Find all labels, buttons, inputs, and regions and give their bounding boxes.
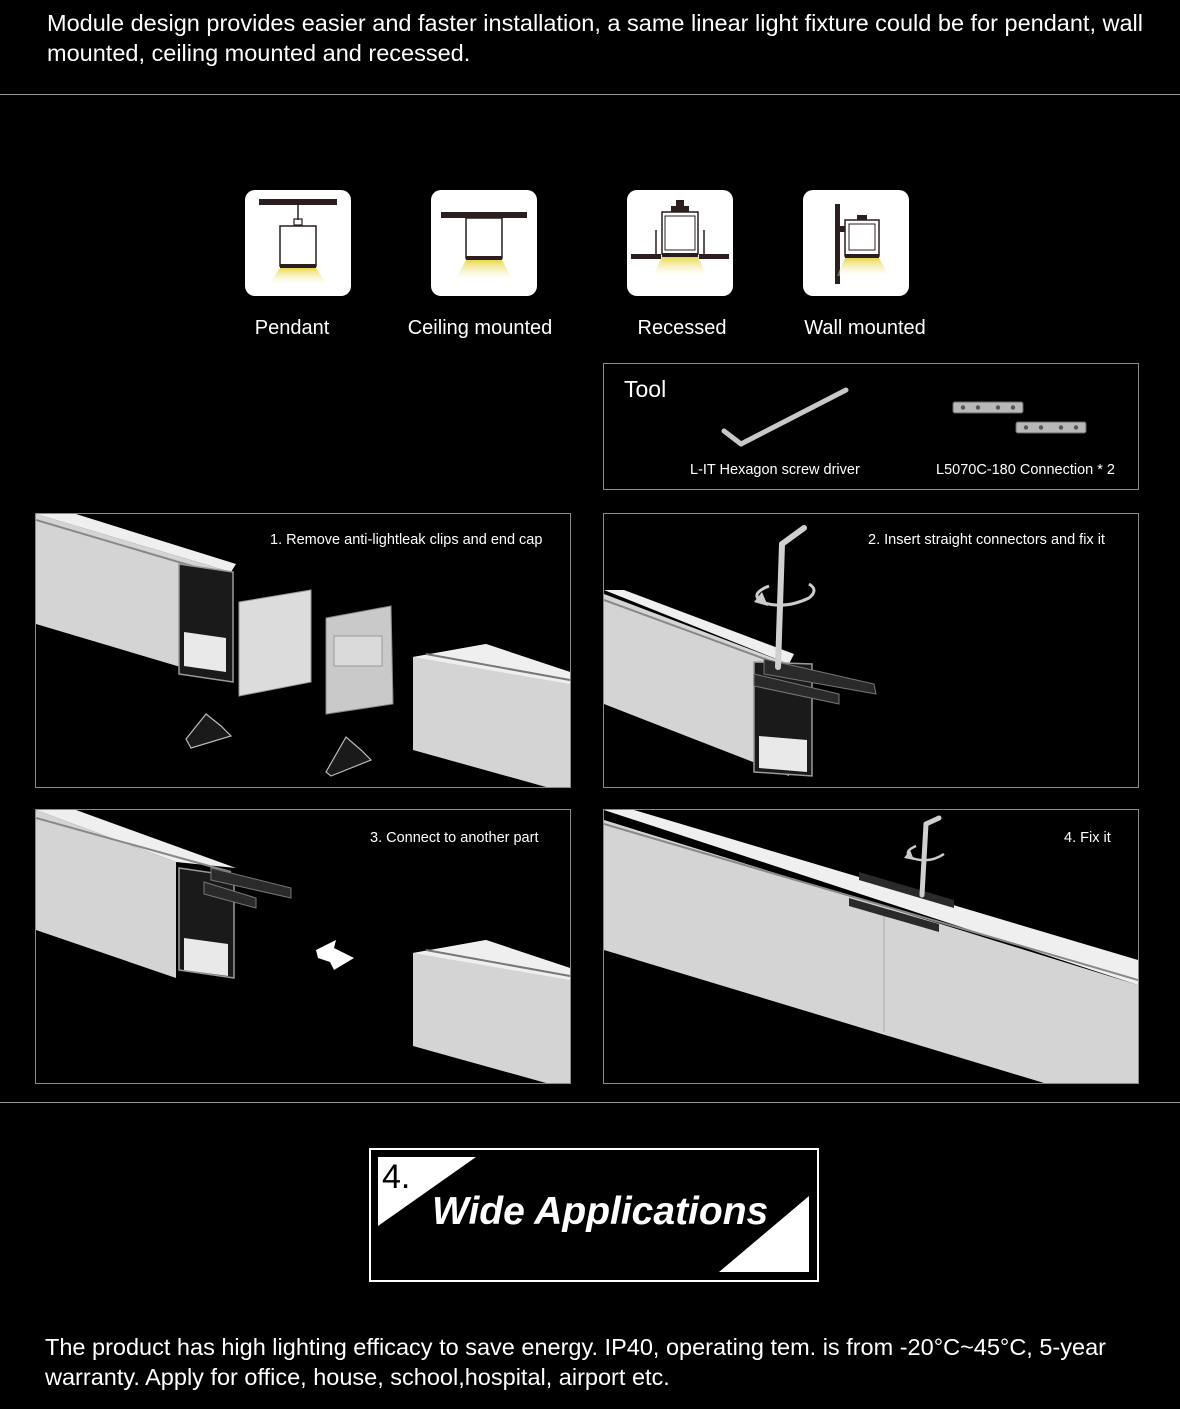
pendant-icon: [245, 190, 351, 296]
tool-caption-screwdriver: L-IT Hexagon screw driver: [690, 462, 860, 478]
step-1-label: 1. Remove anti-lightleak clips and end c…: [270, 532, 543, 548]
divider-top: [0, 94, 1180, 95]
tool-title: Tool: [624, 376, 667, 402]
step-2-illustration: [604, 525, 877, 777]
badge-corner-triangles: [378, 1157, 809, 1272]
ceiling-mount-icon: [431, 190, 537, 296]
step-panel-2: 2. Insert straight connectors and fix it: [603, 513, 1139, 788]
mode-label-wall: Wall mounted: [804, 317, 926, 339]
connector-plate-icon: [952, 401, 1087, 434]
divider-bottom: [0, 1102, 1180, 1103]
section-title: Wide Applications: [432, 1190, 769, 1233]
step-panel-3: 3. Connect to another part: [35, 809, 571, 1084]
tool-caption-connection: L5070C-180 Connection * 2: [936, 462, 1115, 478]
step-3-illustration: [36, 810, 570, 1083]
step-3-label: 3. Connect to another part: [370, 830, 539, 846]
recessed-icon: [627, 190, 733, 296]
outro-text: The product has high lighting efficacy t…: [45, 1334, 1106, 1390]
step-4-label: 4. Fix it: [1064, 830, 1111, 846]
tool-box: [603, 363, 1139, 490]
intro-text: Module design provides easier and faster…: [47, 10, 1143, 66]
section-badge: [369, 1148, 819, 1282]
mode-label-pendant: Pendant: [254, 317, 330, 339]
hex-key-icon: [721, 387, 849, 447]
step-panel-4: 4. Fix it: [603, 809, 1139, 1084]
section-number: 4.: [382, 1158, 411, 1196]
step-4-illustration: [604, 810, 1138, 1083]
step-2-label: 2. Insert straight connectors and fix it: [868, 532, 1105, 548]
wall-mount-icon: [803, 190, 909, 296]
step-panel-1: 1. Remove anti-lightleak clips and end c…: [35, 513, 571, 788]
step-1-illustration: [36, 514, 570, 787]
mode-label-recessed: Recessed: [637, 317, 727, 339]
mode-label-ceiling: Ceiling mounted: [407, 317, 553, 339]
